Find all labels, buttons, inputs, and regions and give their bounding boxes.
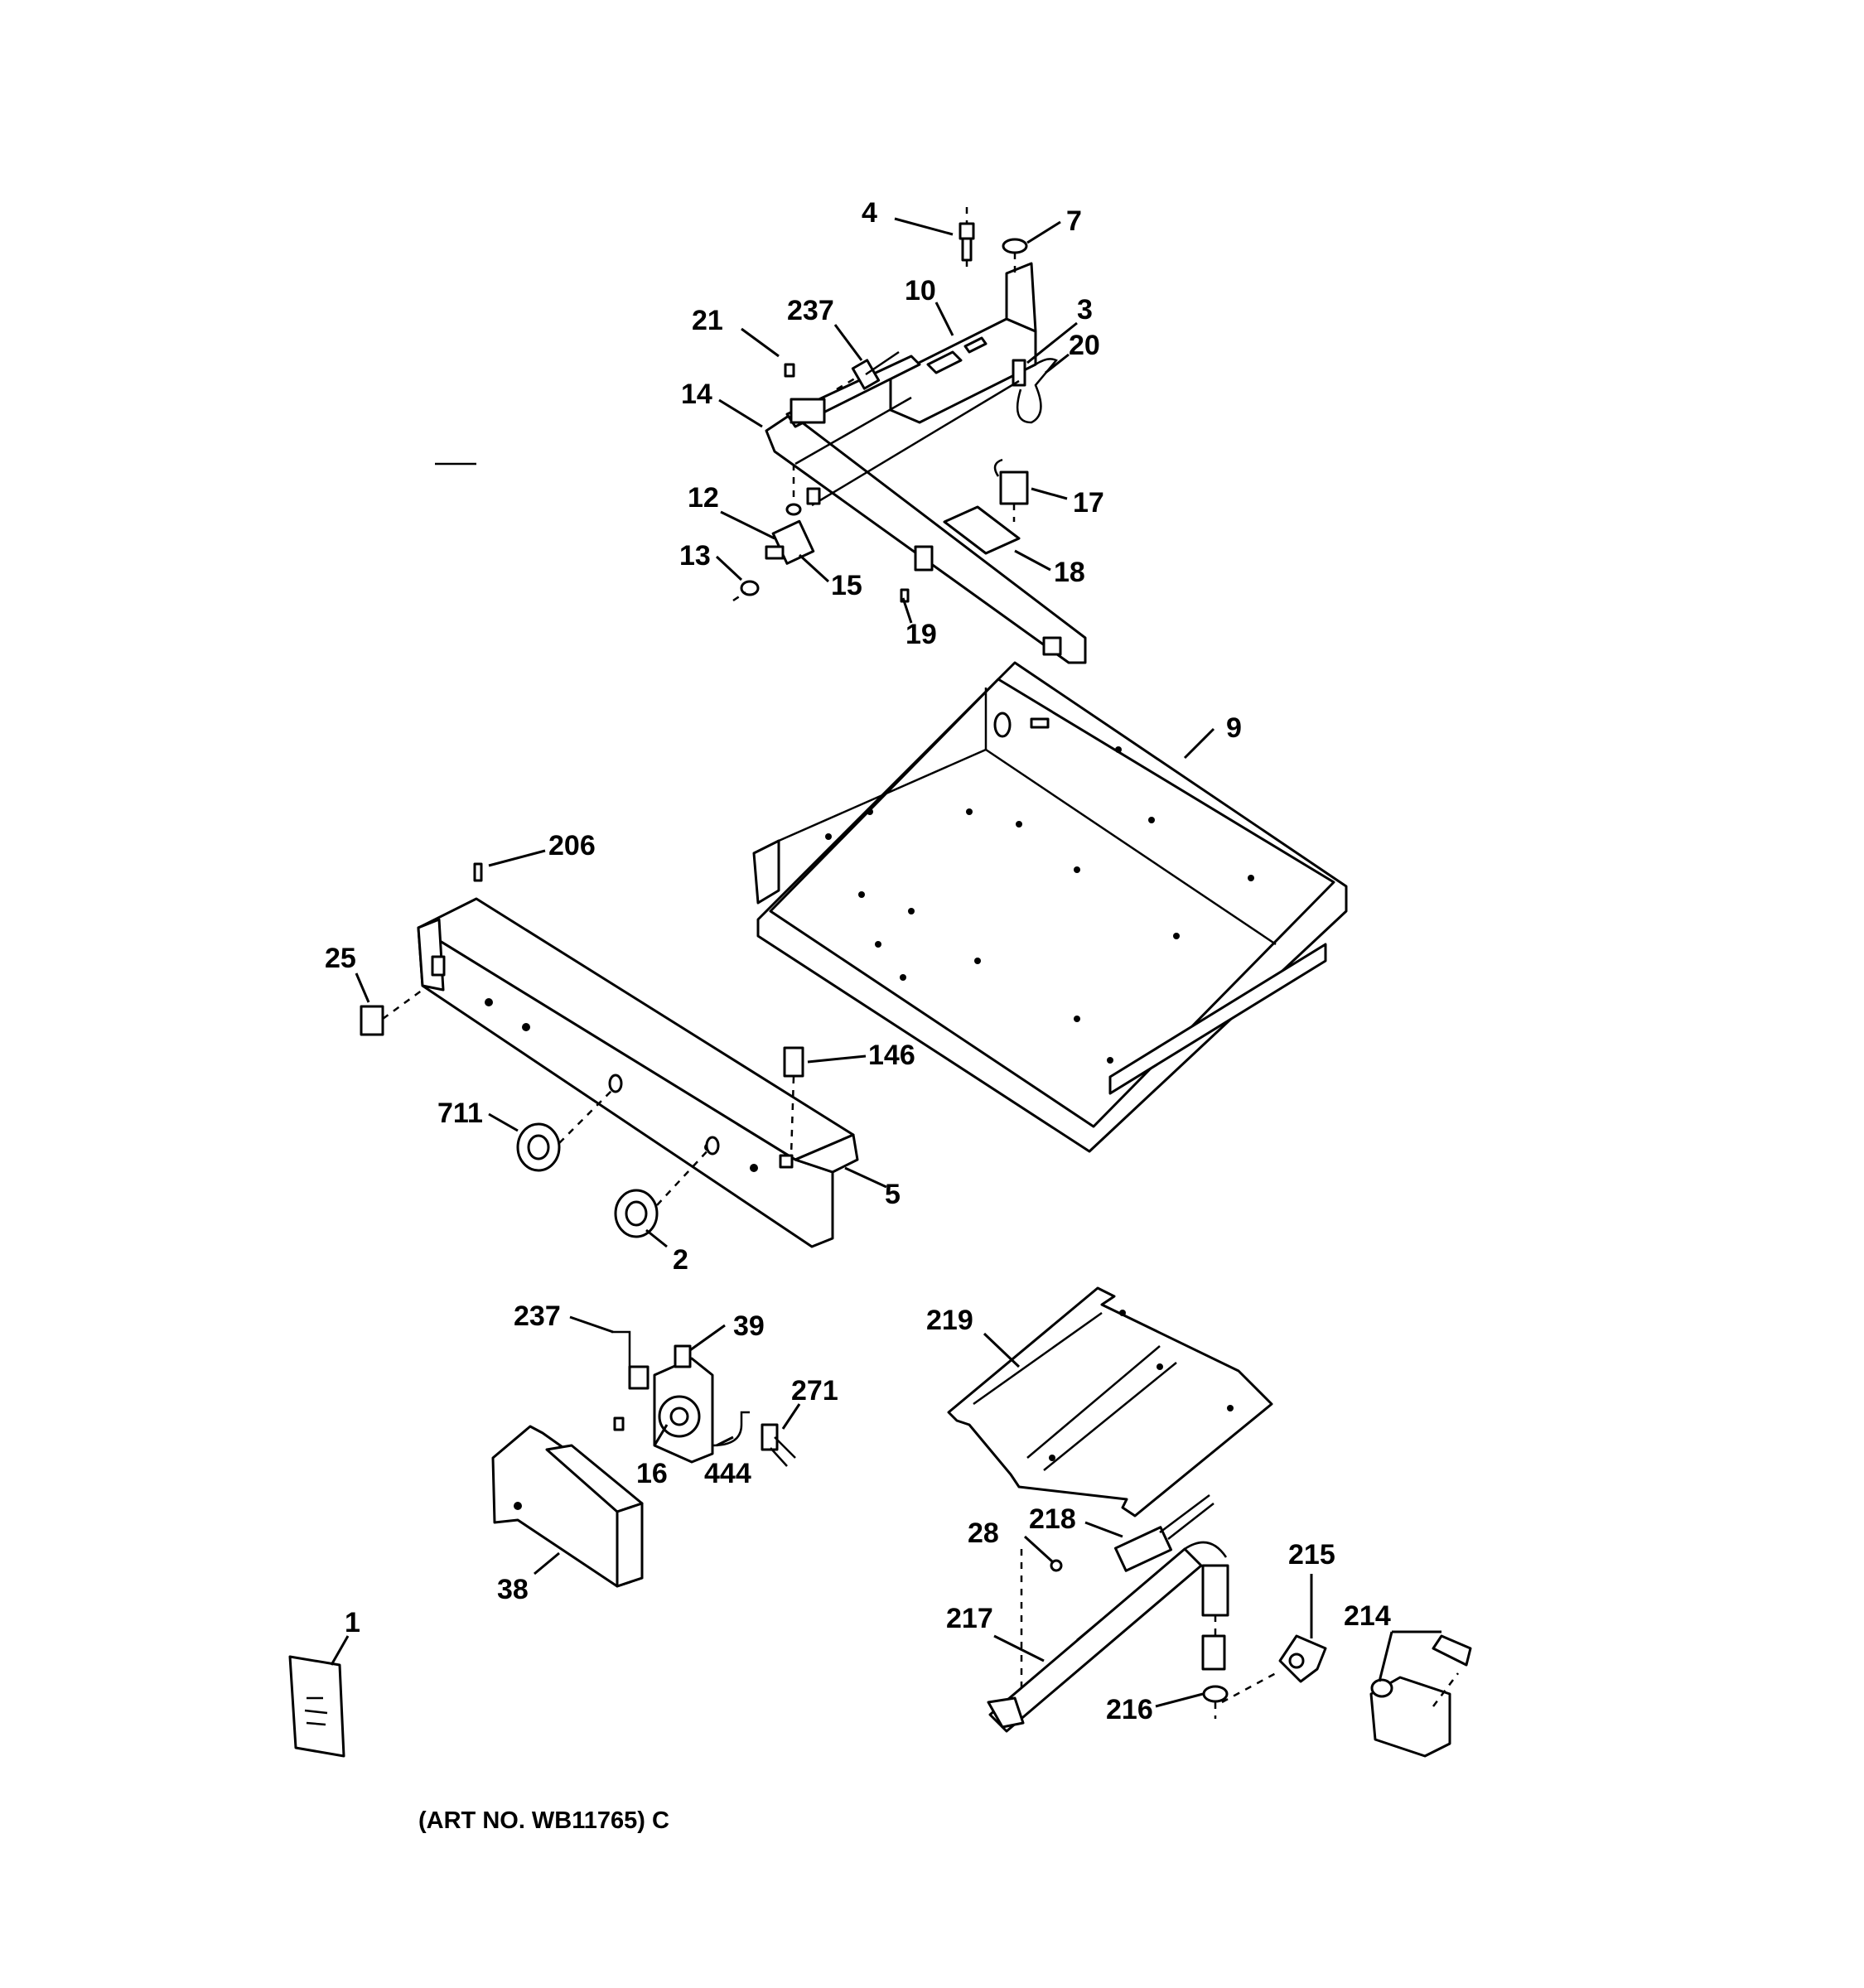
- leader-lines: [330, 217, 1441, 1708]
- part-214-valve: [1369, 1634, 1472, 1758]
- callout-1: 1: [345, 1607, 360, 1638]
- callout-labels: 4 7 10 237 21 3 20 14 12 17 13 15 18 19 …: [325, 197, 1391, 1725]
- part-9-tray: [752, 661, 1348, 1153]
- callout-19: 19: [905, 619, 937, 650]
- part-219-shield: [947, 1286, 1273, 1518]
- part-216-nut: [1202, 1685, 1229, 1703]
- part-5-panel: [360, 862, 859, 1248]
- art-number: (ART NO. WB11765) C: [418, 1807, 669, 1834]
- callout-214: 214: [1344, 1600, 1391, 1632]
- callout-2: 2: [673, 1244, 688, 1276]
- part-3-20-tube: [1012, 358, 1058, 424]
- part-1-envelope: [288, 1655, 345, 1758]
- callout-7: 7: [1066, 205, 1082, 237]
- part-237-upper-rod: [836, 350, 900, 391]
- callout-13: 13: [679, 540, 711, 572]
- part-271-fitting: [761, 1423, 796, 1467]
- callout-216: 216: [1106, 1694, 1153, 1725]
- callout-15: 15: [831, 570, 862, 601]
- part-13-nut: [740, 580, 760, 596]
- callout-39: 39: [733, 1310, 765, 1342]
- burner-group: [947, 1286, 1472, 1758]
- part-21-screw: [784, 363, 795, 378]
- part-146-clip: [783, 1046, 804, 1078]
- callout-219: 219: [926, 1305, 973, 1336]
- callout-3: 3: [1077, 294, 1093, 326]
- callout-217: 217: [946, 1603, 993, 1634]
- part-12-15-valve: [765, 464, 815, 565]
- callout-14: 14: [681, 379, 712, 410]
- manifold-assembly: [732, 207, 1087, 664]
- callout-711: 711: [437, 1098, 483, 1129]
- part-206-screw: [473, 862, 483, 882]
- callout-12: 12: [688, 482, 719, 514]
- callout-444: 444: [704, 1458, 751, 1489]
- part-217-burner: [987, 1541, 1228, 1733]
- callout-25: 25: [325, 943, 356, 974]
- callout-4: 4: [862, 197, 877, 229]
- callout-28: 28: [968, 1518, 999, 1549]
- callout-5: 5: [885, 1179, 901, 1210]
- callout-237-lower: 237: [514, 1300, 561, 1332]
- valve-group: [491, 1330, 796, 1588]
- callout-271: 271: [791, 1375, 838, 1407]
- part-28-screw: [1050, 1559, 1063, 1572]
- callout-215: 215: [1288, 1539, 1335, 1571]
- part-218-igniter: [1113, 1526, 1173, 1572]
- callout-38: 38: [497, 1574, 529, 1605]
- part-4-screw: [959, 207, 975, 273]
- callout-18: 18: [1054, 557, 1085, 588]
- part-7-nut: [1002, 238, 1028, 273]
- callout-146: 146: [868, 1040, 915, 1071]
- callout-21: 21: [692, 305, 723, 336]
- callout-218: 218: [1029, 1503, 1076, 1535]
- callout-9: 9: [1226, 712, 1242, 744]
- part-444-tube: [712, 1411, 750, 1447]
- callout-17: 17: [1073, 487, 1104, 519]
- part-17-switch: [993, 458, 1029, 522]
- part-18-bracket: [943, 505, 1021, 555]
- part-2-knob: [614, 1146, 712, 1238]
- part-711-knob: [516, 1088, 614, 1172]
- callout-237-upper: 237: [787, 295, 834, 326]
- tray-holes: [825, 746, 1254, 1064]
- part-25-switch: [360, 1005, 384, 1036]
- callout-20: 20: [1069, 330, 1100, 361]
- callout-16: 16: [636, 1458, 668, 1489]
- callout-10: 10: [905, 275, 936, 306]
- part-38-cover: [491, 1425, 644, 1588]
- callout-206: 206: [548, 830, 596, 861]
